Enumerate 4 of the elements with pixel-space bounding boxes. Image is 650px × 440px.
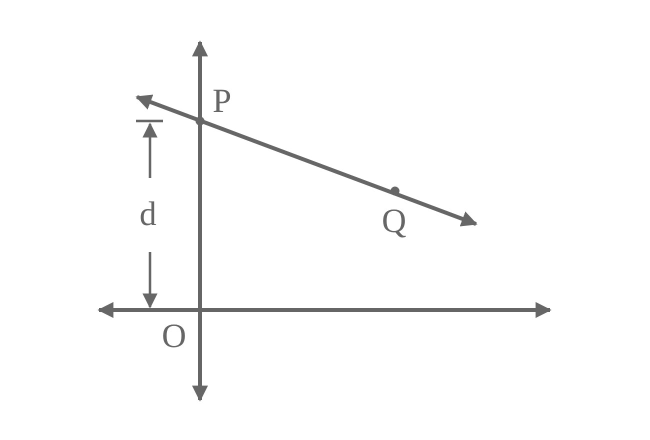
point-label: O [162, 320, 186, 354]
dimension-label: d [140, 198, 156, 232]
point-label: P [212, 85, 232, 119]
point-label: Q [382, 205, 406, 239]
